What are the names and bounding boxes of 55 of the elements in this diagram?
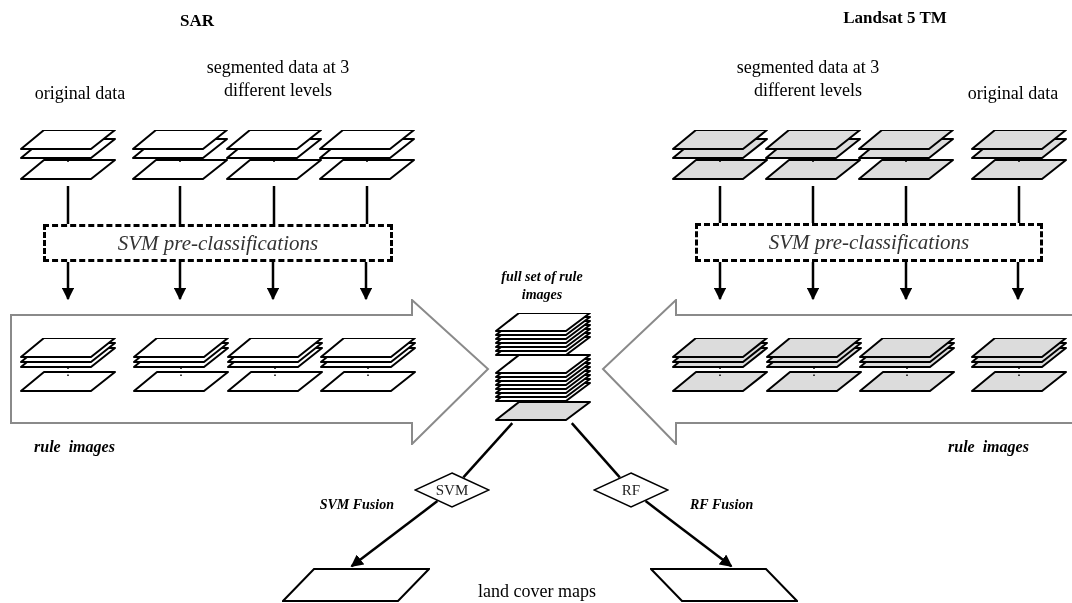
layer-stack-drawing xyxy=(320,338,416,392)
diamond-label: SVM xyxy=(435,481,469,499)
connector-line xyxy=(718,186,722,223)
arrow xyxy=(266,262,280,301)
text-label: original data xyxy=(967,82,1059,105)
layer-stack-drawing xyxy=(859,338,955,392)
arrow xyxy=(359,262,373,301)
layer-stack-drawing xyxy=(226,130,322,180)
layer-stack-drawing xyxy=(227,338,323,392)
text-label: land cover maps xyxy=(478,580,596,603)
edge-label: RF Fusion xyxy=(690,496,755,514)
layer-stack-drawing xyxy=(20,338,116,392)
connector-line xyxy=(570,422,621,479)
connector-line xyxy=(272,186,276,224)
layer-stack-drawing xyxy=(319,130,415,180)
connector-line xyxy=(66,186,70,224)
text-label: segmented data at 3 different levels xyxy=(205,56,351,103)
edge-label: SVM Fusion xyxy=(318,496,394,514)
arrow xyxy=(350,500,439,568)
layer-stack-drawing xyxy=(858,130,954,180)
connector-line xyxy=(1017,186,1021,223)
connector-line xyxy=(904,186,908,223)
map-parallelogram xyxy=(282,568,430,602)
layer-stack-drawing xyxy=(672,130,768,180)
section-heading: Landsat 5 TM xyxy=(843,7,947,29)
map-parallelogram xyxy=(650,568,798,602)
arrow xyxy=(1011,262,1025,301)
caption-label: rule images xyxy=(34,437,115,458)
connector-line xyxy=(178,186,182,224)
connector-line xyxy=(462,422,514,479)
caption-label: rule images xyxy=(948,437,1029,458)
arrow xyxy=(806,262,820,301)
text-label: segmented data at 3 different levels xyxy=(735,56,881,103)
arrow xyxy=(61,262,75,301)
layer-stack-drawing xyxy=(971,130,1067,180)
layer-stack-drawing xyxy=(766,338,862,392)
layer-stack-drawing xyxy=(495,313,591,421)
text-label: original data xyxy=(34,82,126,105)
arrow xyxy=(713,262,727,301)
caption-label: full set of rule images xyxy=(500,268,584,305)
arrow xyxy=(899,262,913,301)
connector-line xyxy=(811,186,815,223)
arrow xyxy=(644,500,733,568)
dashed-process-box: SVM pre-classifications xyxy=(43,224,393,262)
layer-stack-drawing xyxy=(133,338,229,392)
connector-line xyxy=(365,186,369,224)
layer-stack-drawing xyxy=(132,130,228,180)
arrow xyxy=(173,262,187,301)
layer-stack-drawing xyxy=(20,130,116,180)
diamond-label: RF xyxy=(621,481,641,499)
layer-stack-drawing xyxy=(765,130,861,180)
layer-stack-drawing xyxy=(971,338,1067,392)
dashed-process-box: SVM pre-classifications xyxy=(695,223,1043,262)
layer-stack-drawing xyxy=(672,338,768,392)
section-heading: SAR xyxy=(180,10,214,32)
